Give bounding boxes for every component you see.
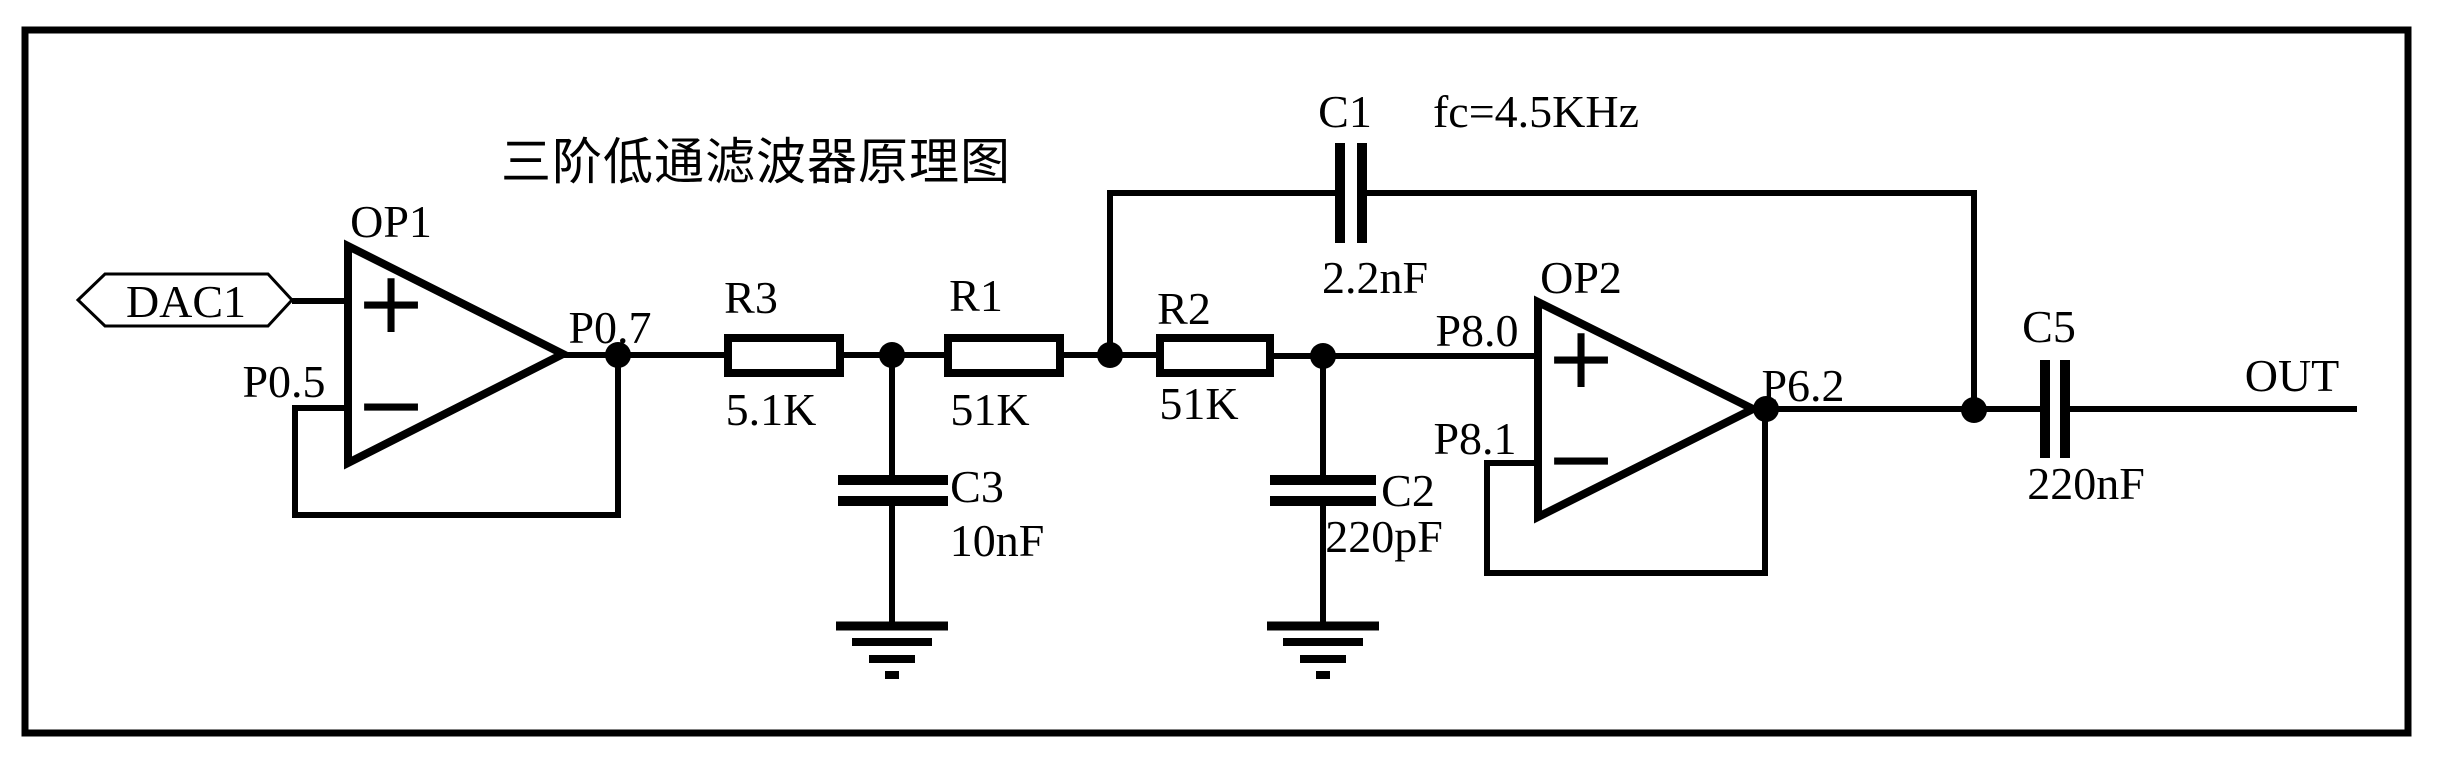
opamp-op1: + − OP1 bbox=[344, 196, 572, 470]
input-port-dac1: DAC1 bbox=[75, 272, 295, 328]
c5-ref-label: C5 bbox=[2022, 301, 2076, 352]
cutoff-frequency-note: fc=4.5KHz bbox=[1433, 86, 1639, 137]
wire-op1-feedback bbox=[292, 355, 621, 518]
net-label-p0-7: P0.7 bbox=[568, 302, 651, 353]
net-label-p8-1: P8.1 bbox=[1433, 413, 1516, 464]
r3-body bbox=[724, 334, 844, 377]
opamp-op2: + − OP2 bbox=[1534, 252, 1762, 524]
wire-op2-feedback bbox=[1484, 409, 1768, 576]
c1-value-label: 2.2nF bbox=[1322, 252, 1428, 303]
ground-symbol-c2 bbox=[1267, 621, 1379, 679]
r3-ref-label: R3 bbox=[724, 272, 778, 323]
junction-r1-r2-c1 bbox=[1097, 342, 1123, 368]
wires bbox=[292, 190, 2357, 626]
junction-c1-c5 bbox=[1961, 397, 1987, 423]
c3-ref-label: C3 bbox=[950, 461, 1004, 512]
dac1-label: DAC1 bbox=[126, 276, 246, 327]
op1-plus-icon: + bbox=[355, 253, 427, 353]
junction-r3-c3 bbox=[879, 342, 905, 368]
c2-value-label: 220pF bbox=[1325, 511, 1443, 562]
net-label-p8-0: P8.0 bbox=[1435, 305, 1518, 356]
c3-value-label: 10nF bbox=[950, 515, 1045, 566]
r3-value-label: 5.1K bbox=[726, 384, 817, 435]
junction-p0-7 bbox=[605, 342, 631, 368]
c2-ref-label: C2 bbox=[1381, 465, 1435, 516]
dac1-tag-outline bbox=[75, 272, 295, 328]
resistor-r1: R1 51K bbox=[944, 270, 1064, 435]
c5-value-label: 220nF bbox=[2027, 458, 2145, 509]
r2-ref-label: R2 bbox=[1157, 283, 1211, 334]
r1-value-label: 51K bbox=[950, 384, 1029, 435]
r2-value-label: 51K bbox=[1159, 378, 1238, 429]
resistor-r3: R3 5.1K bbox=[724, 272, 844, 435]
op2-ref-label: OP2 bbox=[1540, 252, 1622, 303]
schematic-title: 三阶低通滤波器原理图 bbox=[501, 134, 1011, 190]
net-label-p0-5: P0.5 bbox=[242, 356, 325, 407]
junction-op2-output bbox=[1753, 396, 1779, 422]
capacitor-c5: C5 220nF bbox=[2022, 301, 2145, 509]
junction-r2-c2 bbox=[1310, 343, 1336, 369]
ground-symbol-c3 bbox=[836, 621, 948, 679]
r2-body bbox=[1156, 334, 1274, 377]
r1-body bbox=[944, 334, 1064, 377]
op1-triangle bbox=[344, 239, 572, 470]
output-port-label: OUT bbox=[2245, 350, 2340, 401]
wire-c1-loop-right bbox=[1362, 190, 1977, 410]
resistor-r2: R2 51K bbox=[1156, 283, 1274, 429]
op2-triangle bbox=[1534, 295, 1762, 524]
op2-plus-icon: + bbox=[1545, 308, 1617, 408]
capacitor-c1: C1 2.2nF bbox=[1318, 86, 1428, 303]
op1-ref-label: OP1 bbox=[350, 196, 432, 247]
c1-ref-label: C1 bbox=[1318, 86, 1372, 137]
border-frame bbox=[21, 26, 2412, 737]
junction-dots bbox=[605, 342, 1987, 423]
capacitor-c3: C3 10nF bbox=[838, 461, 1044, 566]
capacitor-c2: C2 220pF bbox=[1270, 465, 1443, 562]
r1-ref-label: R1 bbox=[949, 270, 1003, 321]
op2-minus-icon: − bbox=[1545, 409, 1617, 509]
op1-minus-icon: − bbox=[355, 355, 427, 455]
wire-c1-loop-left bbox=[1107, 190, 1340, 355]
